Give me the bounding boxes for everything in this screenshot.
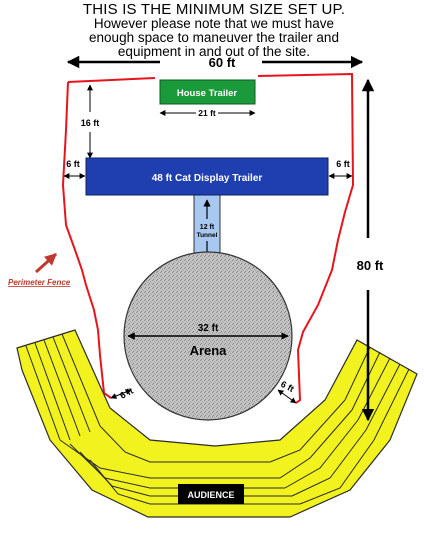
house-trailer-label: House Trailer — [177, 88, 237, 99]
cat-display-trailer — [85, 157, 329, 196]
header-line-3: enough space to maneuver the trailer and — [89, 30, 339, 45]
depth-label: 80 ft — [357, 258, 384, 273]
side-gap-right-label: 6 ft — [336, 159, 350, 169]
arena-diameter-label: 32 ft — [198, 323, 219, 334]
arena-gap-left-label: 6 ft — [118, 386, 135, 401]
tunnel-label: Tunnel — [197, 232, 218, 239]
audience-seating: AUDIENCE — [16, 329, 418, 518]
header-line-1: THIS IS THE MINIMUM SIZE SET UP. — [82, 1, 346, 18]
audience-label: AUDIENCE — [187, 490, 234, 500]
house-trailer-width-label: 21 ft — [198, 108, 216, 118]
display-trailer-label: 48 ft Cat Display Trailer — [152, 173, 263, 184]
arena-gap-right-label: 6 ft — [279, 379, 296, 394]
trailer-gap-label: 16 ft — [81, 118, 100, 128]
arena-label: Arena — [190, 343, 228, 358]
perimeter-fence-label: Perimeter Fence — [8, 278, 71, 287]
width-label: 60 ft — [209, 55, 236, 70]
header-line-4: equipment in and out of the site. — [117, 44, 311, 59]
side-gap-left-label: 6 ft — [66, 159, 80, 169]
audience-box — [178, 484, 244, 504]
house-trailer — [159, 79, 256, 105]
tunnel-length-label: 12 ft — [200, 224, 215, 231]
header-line-2: However please note that we must have — [93, 16, 335, 31]
